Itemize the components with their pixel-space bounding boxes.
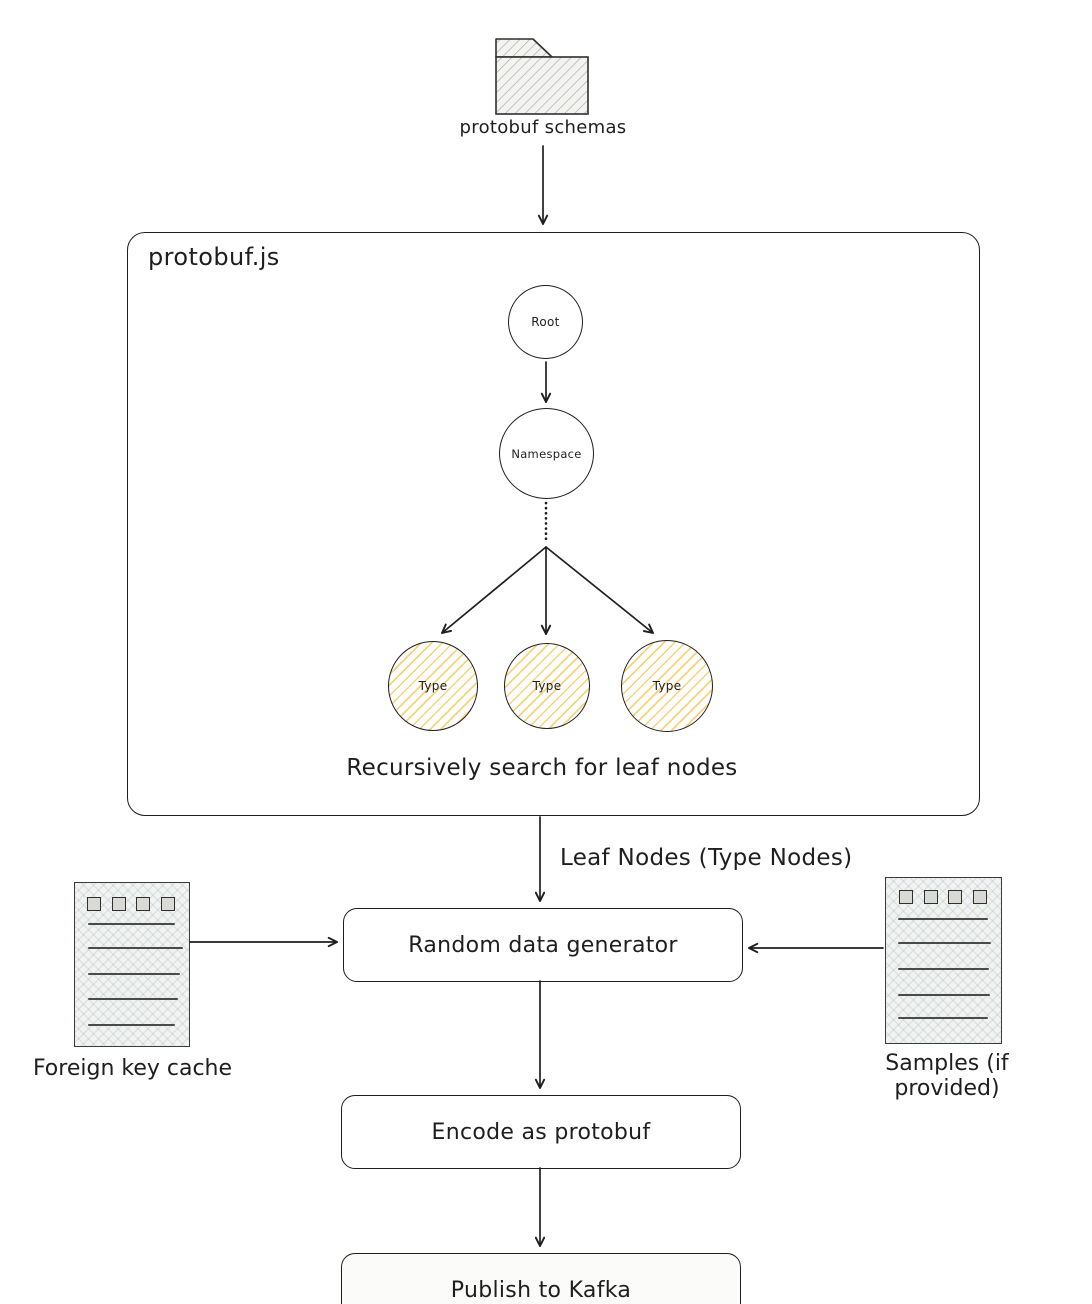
folder-tab <box>495 38 553 58</box>
publish-to-kafka-box: Publish to Kafka <box>341 1253 741 1304</box>
type-node-label: Type <box>532 679 562 693</box>
document-icon <box>885 877 1002 1044</box>
doc-line <box>898 1017 988 1019</box>
leaf-nodes-edge-label: Leaf Nodes (Type Nodes) <box>560 845 853 871</box>
doc-square <box>112 897 126 911</box>
type-node-2: Type <box>504 643 590 729</box>
encode-as-protobuf-box: Encode as protobuf <box>341 1095 741 1169</box>
doc-line <box>88 923 175 925</box>
doc-line <box>88 1024 175 1026</box>
type-node-1: Type <box>388 641 478 731</box>
foreign-key-cache-label: Foreign key cache <box>32 1056 233 1081</box>
doc-line <box>88 947 183 949</box>
folder-body <box>495 56 589 115</box>
namespace-node-label: Namespace <box>511 446 582 461</box>
doc-square <box>136 897 150 911</box>
type-node-label: Type <box>652 679 682 693</box>
encode-as-protobuf-label: Encode as protobuf <box>431 1119 651 1145</box>
type-node-label: Type <box>418 679 448 693</box>
random-data-generator-label: Random data generator <box>408 932 678 958</box>
doc-line <box>898 968 989 970</box>
root-node-label: Root <box>531 315 560 329</box>
doc-line <box>88 998 178 1000</box>
document-icon <box>74 882 190 1047</box>
doc-square <box>973 890 987 904</box>
root-node: Root <box>508 285 583 359</box>
doc-square <box>948 890 962 904</box>
doc-line <box>898 994 990 996</box>
doc-line <box>898 942 991 944</box>
doc-line <box>88 973 180 975</box>
random-data-generator-box: Random data generator <box>343 908 743 982</box>
doc-square <box>87 897 101 911</box>
recursive-search-caption: Recursively search for leaf nodes <box>346 755 738 781</box>
doc-square <box>899 890 913 904</box>
doc-square <box>161 897 175 911</box>
samples-label: Samples (if provided) <box>885 1051 1009 1101</box>
type-node-3: Type <box>621 640 713 732</box>
doc-square <box>924 890 938 904</box>
publish-to-kafka-label: Publish to Kafka <box>450 1277 632 1303</box>
folder-label: protobuf schemas <box>459 117 627 138</box>
folder-icon <box>495 38 589 115</box>
protobufjs-title: protobuf.js <box>148 243 280 271</box>
doc-line <box>898 918 988 920</box>
namespace-node: Namespace <box>499 408 594 499</box>
